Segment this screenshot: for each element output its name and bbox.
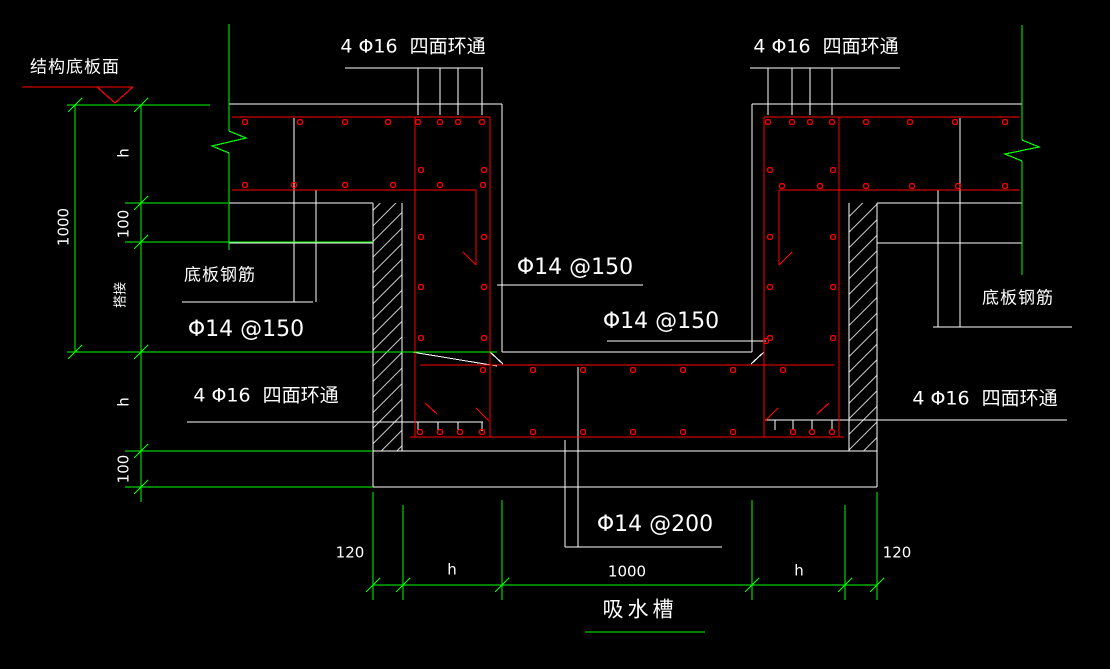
label-level-marker: 结构底板面 [30,57,120,78]
dimension-tick-marks [67,97,885,593]
label-ring-bars-top-right: 4 Φ16 四面环通 [753,35,899,58]
dim-left-chain-h-upper: h [114,148,133,158]
label-bars-center-lower: Φ14 @150 [602,309,720,334]
level-marker-icon [22,86,157,106]
dimension-lines [67,104,878,633]
dim-left-chain-100-upper: 100 [114,209,133,239]
label-slab-rebar-right: 底板钢筋 [982,288,1054,309]
dim-bottom-h-left: h [447,560,457,579]
dim-left-total: 1000 [54,207,73,247]
dim-bottom-h-right: h [794,561,804,580]
label-ring-bars-bottom-left: 4 Φ16 四面环通 [193,384,339,407]
leader-lines [182,67,1072,548]
break-line-right [1002,25,1042,275]
label-ring-bars-bottom-right: 4 Φ16 四面环通 [912,387,1058,410]
dim-left-chain-100-lower: 100 [114,454,133,484]
structure-outline [229,103,1022,488]
drawing-title: 吸水槽 [602,597,678,622]
dim-bottom-1000: 1000 [607,562,647,581]
break-line-left [210,24,248,250]
dim-left-chain-h-lower: h [114,397,133,407]
dim-left-chain-lap: 搭接 [113,281,129,309]
rebar-lines [232,116,1020,438]
dim-bottom-120-right: 120 [882,543,912,562]
hatch-left-wall [373,203,402,451]
label-slab-rebar-left: 底板钢筋 [184,265,256,286]
label-bottom-slab-bars: Φ14 @200 [596,512,714,537]
hatch-right-wall [849,203,877,451]
dim-bottom-120-left: 120 [335,543,365,562]
label-bars-center-upper: Φ14 @150 [516,255,634,280]
label-ring-bars-top-left: 4 Φ16 四面环通 [340,35,486,58]
rebar-section-dots [241,118,1009,436]
label-wall-bars-left: Φ14 @150 [187,317,305,342]
